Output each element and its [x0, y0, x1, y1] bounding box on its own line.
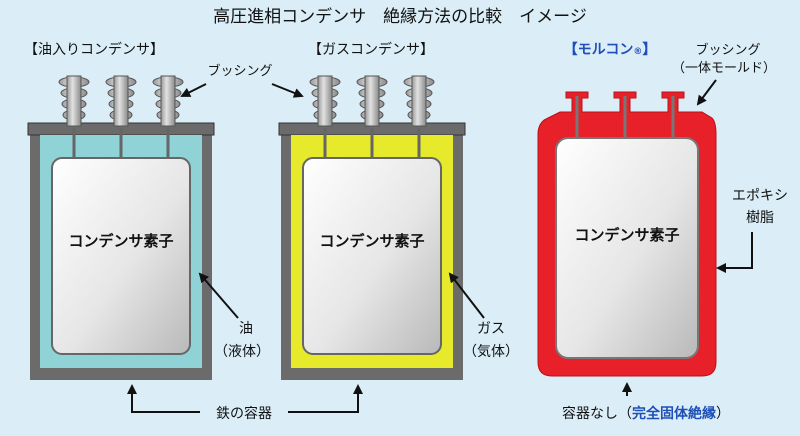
molcon-element-label: コンデンサ素子 [574, 226, 679, 244]
gas-medium-sublabel: （気体） [463, 344, 519, 360]
oil-element-label: コンデンサ素子 [68, 232, 173, 250]
gas-bushing-2 [356, 75, 388, 127]
molcon-heading: 【モルコン®】 [564, 42, 657, 58]
gas-capacitor-element [302, 157, 442, 355]
molcon-heading-close: 】 [642, 42, 656, 58]
bushing-arrow-left [180, 83, 207, 97]
gas-medium-arrow [448, 272, 485, 319]
steel-container-label: 鉄の容器 [216, 405, 272, 422]
molcon-bushing-label: ブッシング [695, 42, 760, 58]
no-container-label: 容器なし（完全固体絶縁） [562, 405, 730, 422]
gas-capacitor-heading: 【ガスコンデンサ】 [308, 41, 434, 58]
oil-capacitor-element [51, 157, 191, 355]
molcon-capacitor: 【モルコン®】 コンデンサ素子 ブッシング （一体モールド） エポキシ 樹脂 容… [537, 42, 788, 422]
gas-bushing-1 [309, 75, 341, 127]
gas-medium-label: ガス [477, 321, 505, 337]
oil-medium-sublabel: （液体） [214, 344, 270, 360]
epoxy-resin-arrow [716, 232, 753, 273]
diagram-title: 高圧進相コンデンサ 絶縁方法の比較 イメージ [213, 6, 587, 27]
molcon-bushing-sublabel: （一体モールド） [672, 61, 776, 76]
epoxy-resin-sublabel: 樹脂 [746, 210, 774, 226]
gas-element-label: コンデンサ素子 [319, 232, 424, 250]
epoxy-resin-label: エポキシ [732, 188, 788, 204]
oil-bushing-3 [152, 75, 184, 127]
bushing-label: ブッシング [207, 63, 272, 79]
molcon-capacitor-element [555, 137, 699, 359]
oil-capacitor: 【油入りコンデンサ】 コンデンサ素子 [24, 41, 304, 380]
gas-capacitor: 【ガスコンデンサ】 コンデンサ素子 ガ [278, 41, 519, 380]
solid-insulation-text: 完全固体絶縁 [632, 405, 716, 422]
registered-mark: ® [633, 47, 642, 57]
steel-container-callout: 鉄の容器 [127, 384, 363, 424]
molcon-bushing-arrow [696, 79, 717, 106]
oil-bushing-2 [105, 75, 137, 127]
no-container-text: 容器なし（ [562, 405, 632, 422]
no-container-close: ） [716, 406, 730, 422]
oil-capacitor-heading: 【油入りコンデンサ】 [24, 41, 164, 58]
oil-medium-arrow [198, 272, 239, 319]
molcon-heading-text: 【モルコン [564, 42, 634, 58]
bushing-arrow-right [271, 83, 304, 98]
oil-bushing-1 [58, 75, 90, 127]
oil-medium-label: 油 [239, 321, 253, 337]
gas-bushing-3 [403, 75, 435, 127]
